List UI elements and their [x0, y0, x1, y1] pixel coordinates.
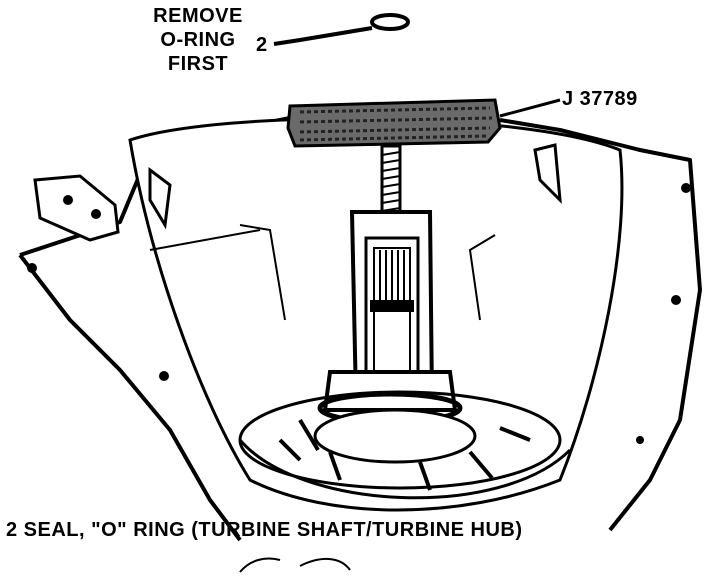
tool-leader-line [499, 98, 561, 118]
housing-bolt-hole [681, 183, 691, 193]
removed-o-ring [370, 13, 410, 31]
shaft-collar [370, 300, 414, 312]
lower-edge-detail [239, 557, 351, 573]
housing-bolt-hole [27, 263, 37, 273]
remove-o-ring-instruction: REMOVE O-RING FIRST [148, 4, 248, 76]
shaft-splines [379, 250, 405, 300]
tool-number-label: J 37789 [562, 88, 638, 110]
housing-rib [239, 224, 286, 321]
figure-caption: 2 SEAL, "O" RING (TURBINE SHAFT/TURBINE … [6, 519, 523, 541]
flange-bolt-hole [63, 195, 73, 205]
housing-rib [533, 143, 562, 204]
housing-rib [468, 234, 496, 321]
housing-bolt-hole [671, 295, 681, 305]
tool-threaded-screw [380, 144, 402, 218]
remove-label-line-3: FIRST [167, 53, 229, 75]
pump-housing-inner [313, 408, 477, 464]
pump-housing-lower [238, 439, 572, 500]
housing-bolt-hole [636, 436, 644, 444]
screw-threads [381, 151, 401, 212]
remove-label-line-1: REMOVE [153, 5, 243, 27]
flange-bolt-hole [91, 209, 101, 219]
mounting-flange [33, 174, 120, 242]
housing-rib [149, 229, 261, 251]
pump-housing-vanes [278, 418, 531, 491]
housing-rib [148, 167, 172, 230]
o-ring-callout-number: 2 [256, 34, 268, 56]
o-ring-leader-line [273, 26, 373, 46]
tool-t-handle [286, 98, 502, 148]
remove-label-line-2: O-RING [160, 29, 236, 51]
housing-bolt-hole [159, 371, 169, 381]
